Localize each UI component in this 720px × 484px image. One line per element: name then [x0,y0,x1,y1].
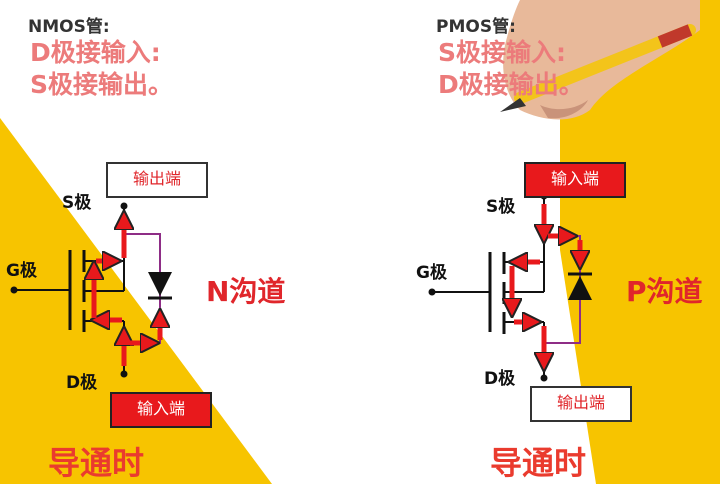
nmos-channel-label: N沟道 [206,275,286,308]
nmos-source-label: S极 [62,193,92,213]
pmos-current-arrows [512,204,580,368]
nmos-input-terminal-box: 输入端 [110,392,212,428]
nmos-drain-label: D极 [66,373,98,393]
pmos-rule-line2: D极接输出。 [438,70,584,99]
pmos-gate-label: G极 [416,263,447,283]
pmos-heading: PMOS管: [436,17,516,37]
hand-pencil-illustration [500,0,700,120]
nmos-rule-line2: S极接输出。 [30,70,174,99]
nmos-gate-label: G极 [6,261,37,281]
pmos-input-terminal-box: 输入端 [524,162,626,198]
yellow-background-right [560,0,720,484]
nmos-output-terminal-box: 输出端 [106,162,208,198]
pmos-channel-label: P沟道 [626,275,703,308]
pmos-drain-label: D极 [484,369,516,389]
nmos-heading: NMOS管: [28,17,110,37]
pmos-caption: 导通时 [490,444,587,482]
nmos-rule-line1: D极接输入: [30,38,161,67]
pmos-output-terminal-box: 输出端 [530,386,632,422]
nmos-caption: 导通时 [48,444,145,482]
pmos-source-label: S极 [486,197,516,217]
pmos-rule-line1: S极接输入: [438,38,567,67]
nmos-current-arrows [94,214,160,366]
